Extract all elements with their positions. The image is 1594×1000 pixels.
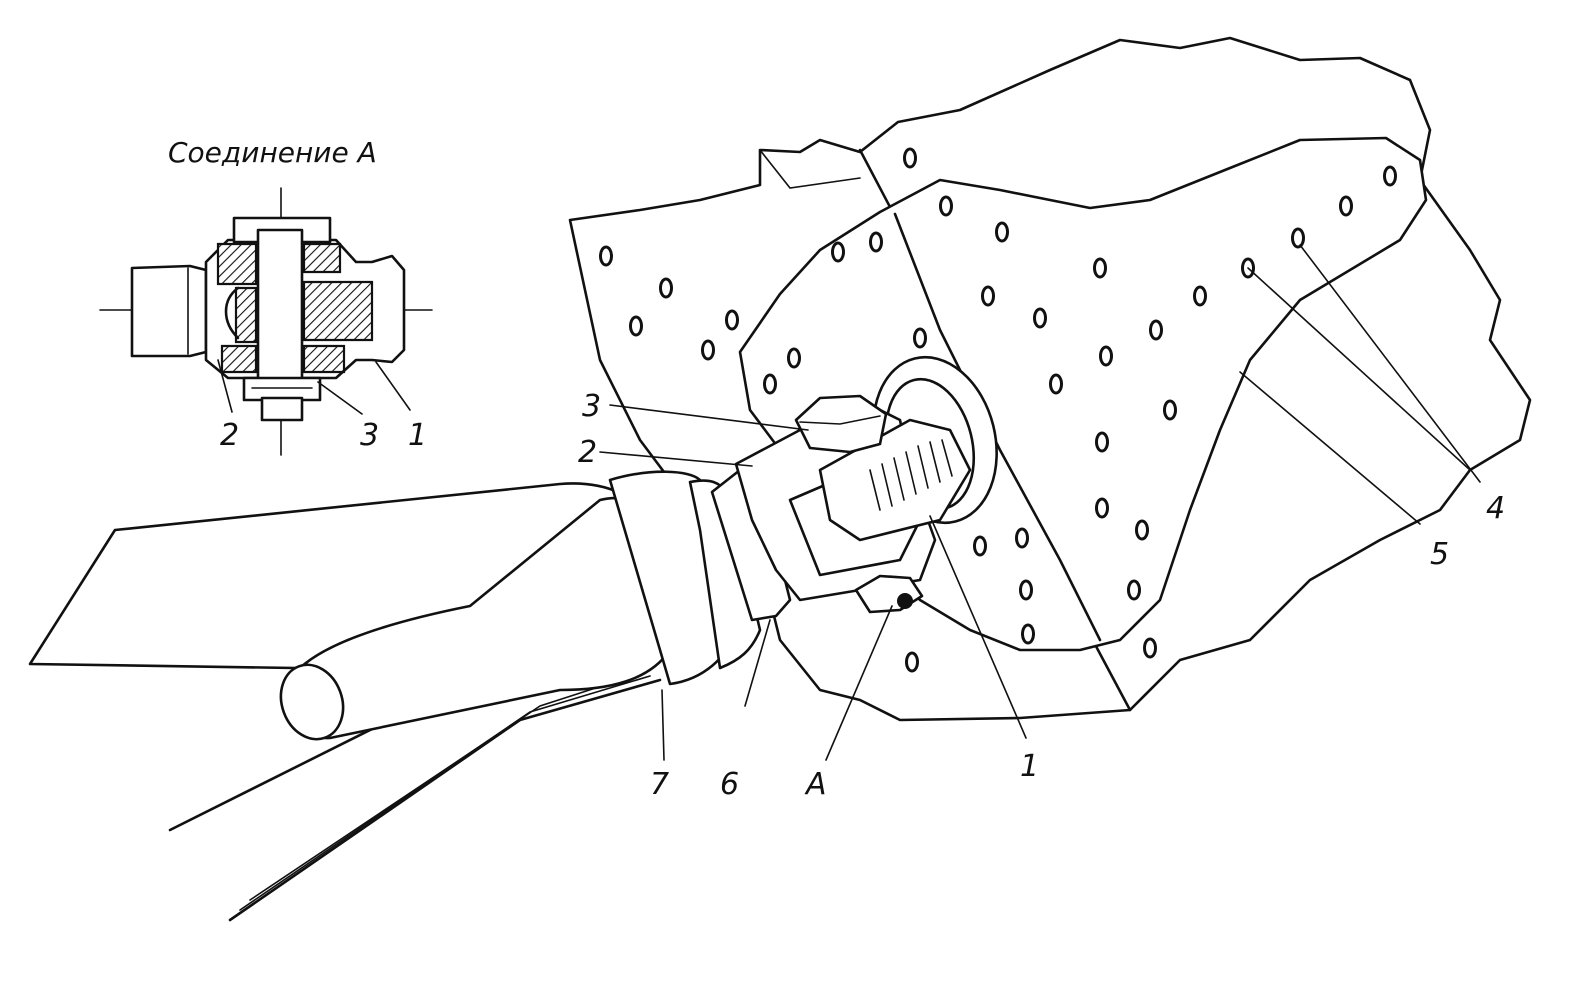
callout-1: 1 xyxy=(1020,749,1039,784)
rivet-hole xyxy=(1015,527,1029,549)
rivet-hole xyxy=(1019,579,1033,601)
detail-title: Соединение А xyxy=(168,136,377,169)
rivet-holes xyxy=(599,147,1397,673)
leader-lines xyxy=(599,244,1481,761)
rivet-hole xyxy=(1193,285,1207,307)
detail-leader-2 xyxy=(217,359,233,413)
callout-3: 3 xyxy=(582,389,601,424)
rivet-hole xyxy=(913,327,927,349)
leader-4b xyxy=(1247,267,1471,471)
detail-leader-1 xyxy=(375,361,411,411)
callout-4: 4 xyxy=(1486,491,1505,526)
hatched-section-3 xyxy=(234,286,258,344)
rivet-hole xyxy=(1093,257,1107,279)
rivet-hole xyxy=(869,231,883,253)
callout-A: А xyxy=(804,767,827,802)
callout-2: 2 xyxy=(578,435,597,470)
rivet-hole xyxy=(903,147,917,169)
rivet-hole xyxy=(599,245,613,267)
rivet-hole xyxy=(1339,195,1353,217)
bracket-bend-line xyxy=(893,212,1102,642)
rivet-hole xyxy=(981,285,995,307)
leader-3 xyxy=(609,404,809,431)
rivet-hole xyxy=(1135,519,1149,541)
cotter-pin-end xyxy=(260,396,304,422)
detail-callout-1: 1 xyxy=(408,418,427,453)
bolt-shank xyxy=(256,228,304,382)
rivet-hole xyxy=(1033,307,1047,329)
rivet-hole xyxy=(1143,637,1157,659)
push-rod-assembly xyxy=(28,394,972,922)
rivet-hole xyxy=(973,535,987,557)
leader-2 xyxy=(599,451,753,467)
spherical-insert xyxy=(224,286,240,340)
rivet-hole xyxy=(725,309,739,331)
rivet-hole xyxy=(995,221,1009,243)
detail-callout-2: 2 xyxy=(220,418,239,453)
rivet-hole xyxy=(1127,579,1141,601)
rivet-hole xyxy=(1049,373,1063,395)
rivet-hole xyxy=(1095,497,1109,519)
detail-callout-3: 3 xyxy=(360,418,379,453)
rivet-hole xyxy=(1383,165,1397,187)
detail-leader-3 xyxy=(317,381,363,415)
thread-lines xyxy=(869,439,953,511)
callout-6: 6 xyxy=(720,767,739,802)
rivet-hole xyxy=(1021,623,1035,645)
rivet-hole xyxy=(1149,319,1163,341)
rivet-hole xyxy=(905,651,919,673)
rivet-hole xyxy=(701,339,715,361)
cotter-pin xyxy=(897,593,913,609)
rivet-hole xyxy=(629,315,643,337)
leader-A xyxy=(825,605,893,761)
rivet-hole xyxy=(1291,227,1305,249)
hatched-section-1 xyxy=(216,242,258,286)
leader-5 xyxy=(1239,371,1421,525)
callouts: 3 2 4 5 7 6 А 1 xyxy=(578,389,1505,802)
leader-7 xyxy=(661,689,665,761)
rivet-hole xyxy=(659,277,673,299)
callout-7: 7 xyxy=(650,767,669,802)
rivet-hole xyxy=(787,347,801,369)
detail-section-view: Соединение А 2 3 1 xyxy=(99,136,433,456)
leader-1 xyxy=(929,515,1027,739)
rivet-hole xyxy=(831,241,845,263)
ring-2 xyxy=(688,479,762,670)
leader-4a xyxy=(1299,244,1481,483)
sleeve-end xyxy=(279,663,345,741)
hatched-section-5 xyxy=(220,344,258,374)
rivet-hole xyxy=(1163,399,1177,421)
hatched-section-2 xyxy=(302,242,342,274)
hatched-section-6 xyxy=(302,344,346,374)
callout-5: 5 xyxy=(1430,537,1449,572)
hatched-section-4 xyxy=(302,280,374,342)
rod-end xyxy=(130,264,208,358)
rivet-hole xyxy=(763,373,777,395)
rivet-hole xyxy=(1095,431,1109,453)
leader-6 xyxy=(744,619,771,707)
rivet-hole xyxy=(1099,345,1113,367)
rivet-hole xyxy=(939,195,953,217)
